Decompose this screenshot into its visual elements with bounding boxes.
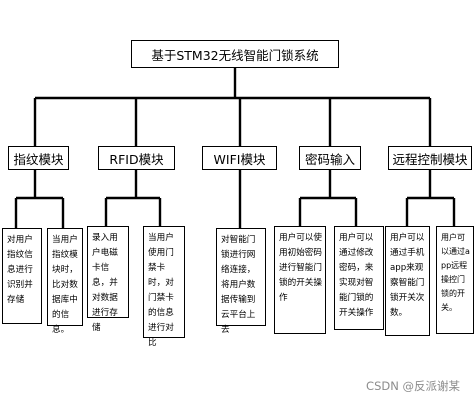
- module-remote-control-label: 远程控制模块: [392, 151, 468, 167]
- module-fingerprint-label: 指纹模块: [13, 151, 64, 167]
- leaf-remote-count: 用户可以通过手机app来观察智能门锁开关次数。: [385, 226, 430, 336]
- leaf-password-modify: 用户可以通过修改密码，来实现对智能门锁的开关操作: [334, 226, 384, 330]
- leaf-rfid-store: 录入用户电磁卡信息，并对数据进行存储: [87, 226, 129, 333]
- leaf-wifi-connect: 对智能门锁进行网络连接，将用户数据传输到云平台上去: [216, 228, 266, 335]
- leaf-rfid-compare-text: 当用户使用门禁卡时，对门禁卡的信息进行对比: [148, 233, 174, 348]
- module-password: 密码输入: [299, 146, 361, 170]
- leaf-rfid-store-text: 录入用户电磁卡信息，并对数据进行存储: [92, 233, 118, 333]
- module-rfid-label: RFID模块: [109, 151, 164, 167]
- module-password-label: 密码输入: [304, 151, 355, 167]
- module-rfid: RFID模块: [98, 146, 175, 170]
- leaf-fingerprint-store: 对用户指纹信息进行识别并存储: [2, 228, 42, 324]
- leaf-remote-app-control-text: 用户可以通过app远程操控门锁的开关。: [441, 233, 470, 312]
- module-remote-control: 远程控制模块: [388, 146, 472, 170]
- module-fingerprint: 指纹模块: [8, 146, 69, 170]
- leaf-wifi-connect-text: 对智能门锁进行网络连接，将用户数据传输到云平台上去: [221, 235, 256, 335]
- root-node: 基于STM32无线智能门锁系统: [131, 40, 339, 68]
- root-node-label: 基于STM32无线智能门锁系统: [151, 47, 319, 63]
- leaf-fingerprint-compare-text: 当用户指纹模块时，比对数据库中的信息。: [52, 235, 78, 335]
- leaf-fingerprint-compare: 当用户指纹模块时，比对数据库中的信息。: [47, 228, 83, 335]
- leaf-remote-count-text: 用户可以通过手机app来观察智能门锁开关次数。: [390, 233, 425, 318]
- leaf-password-initial-text: 用户可以使用初始密码进行智能门锁的开关操作: [279, 233, 322, 303]
- watermark: CSDN @反派谢某: [366, 379, 460, 393]
- leaf-password-initial: 用户可以使用初始密码进行智能门锁的开关操作: [274, 226, 326, 334]
- leaf-fingerprint-store-text: 对用户指纹信息进行识别并存储: [7, 235, 33, 305]
- leaf-password-modify-text: 用户可以通过修改密码，来实现对智能门锁的开关操作: [339, 233, 374, 318]
- leaf-rfid-compare: 当用户使用门禁卡时，对门禁卡的信息进行对比: [143, 226, 185, 348]
- module-wifi: WIFI模块: [202, 146, 277, 170]
- module-wifi-label: WIFI模块: [213, 151, 266, 167]
- leaf-remote-app-control: 用户可以通过app远程操控门锁的开关。: [436, 226, 474, 334]
